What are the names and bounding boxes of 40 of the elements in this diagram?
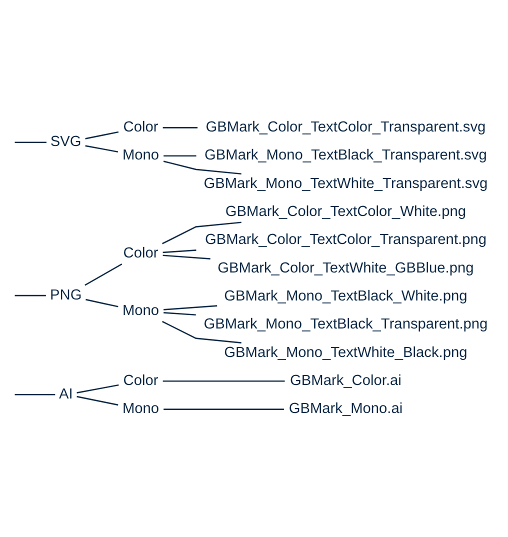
connector (84, 131, 118, 140)
node-text: GBMark_Mono_TextWhite_Black.png (224, 344, 467, 361)
connector (14, 394, 55, 396)
node-text: Color (122, 120, 158, 136)
connector (14, 294, 46, 296)
connector (162, 127, 198, 128)
node-text: Mono (122, 303, 159, 320)
node-text: PNG (50, 287, 82, 304)
connector (162, 160, 241, 175)
node-text: GBMark_Mono_TextBlack_Transparent.png (203, 316, 488, 333)
node-text: Mono (122, 148, 159, 164)
node-text: GBMark_Mono.ai (288, 401, 402, 418)
connector (162, 254, 210, 260)
connector (162, 380, 284, 382)
connector (162, 250, 196, 254)
node-text: AI (58, 386, 72, 402)
connector (163, 305, 217, 310)
node-text: GBMark_Mono_TextWhite_Transparent.svg (203, 176, 488, 192)
connector (163, 408, 284, 410)
connector (76, 384, 118, 394)
connector (84, 263, 122, 286)
node-text: GBMark_Mono_TextBlack_Transparent.svg (204, 148, 486, 164)
node-text: GBMark_Color_TextColor_Transparent.png (204, 232, 486, 248)
node-text: Color (122, 372, 158, 389)
node-text: Mono (122, 401, 159, 418)
node-text: SVG (50, 134, 81, 150)
connector (162, 320, 241, 344)
connector (162, 222, 241, 244)
connector (85, 298, 118, 308)
node-text: GBMark_Color_TextColor_Transparent.svg (205, 120, 486, 136)
connector (163, 155, 196, 157)
connector (84, 145, 118, 153)
connector (163, 312, 196, 316)
node-text: GBMark_Color.ai (290, 372, 401, 389)
node-text: GBMark_Mono_TextBlack_White.png (224, 288, 467, 304)
node-text: Color (122, 246, 158, 262)
connector (76, 396, 118, 406)
node-text: GBMark_Color_TextWhite_GBBlue.png (217, 260, 474, 276)
connector (14, 142, 46, 144)
node-text: GBMark_Color_TextColor_White.png (224, 204, 466, 220)
